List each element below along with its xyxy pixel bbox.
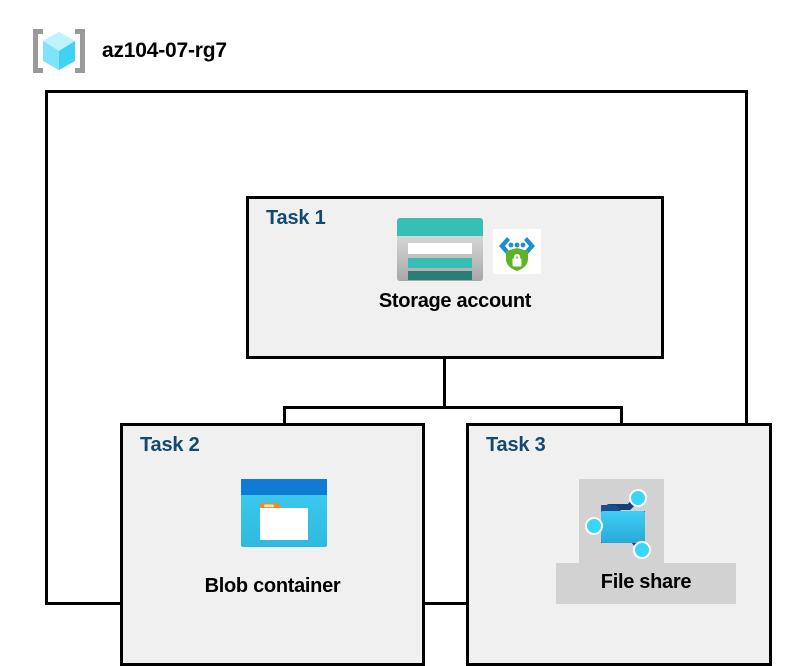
blob-container-icon bbox=[240, 478, 328, 553]
resource-group-title: az104-07-rg7 bbox=[102, 39, 227, 62]
task-1-box: Task 1 bbox=[246, 196, 664, 359]
task-2-label: Task 2 bbox=[140, 434, 200, 456]
resource-group-icon bbox=[30, 26, 88, 76]
connector-horizontal-split-bar bbox=[283, 406, 623, 409]
file-share-label: File share bbox=[600, 571, 692, 593]
task-3-box: Task 3 bbox=[466, 423, 772, 666]
file-share-icon bbox=[579, 479, 664, 569]
blob-container-label: Blob container bbox=[204, 575, 341, 597]
connector-trunk-from-storage-account bbox=[443, 359, 446, 408]
secure-endpoint-shield-icon bbox=[493, 229, 541, 279]
resource-group-header: az104-07-rg7 bbox=[30, 26, 227, 76]
storage-account-icon bbox=[396, 217, 484, 287]
storage-account-label: Storage account bbox=[378, 290, 532, 312]
task-1-label: Task 1 bbox=[266, 207, 326, 229]
file-share-label-highlight bbox=[556, 563, 736, 604]
task-3-label: Task 3 bbox=[486, 434, 546, 456]
resource-group-container: Task 1 bbox=[45, 90, 772, 666]
